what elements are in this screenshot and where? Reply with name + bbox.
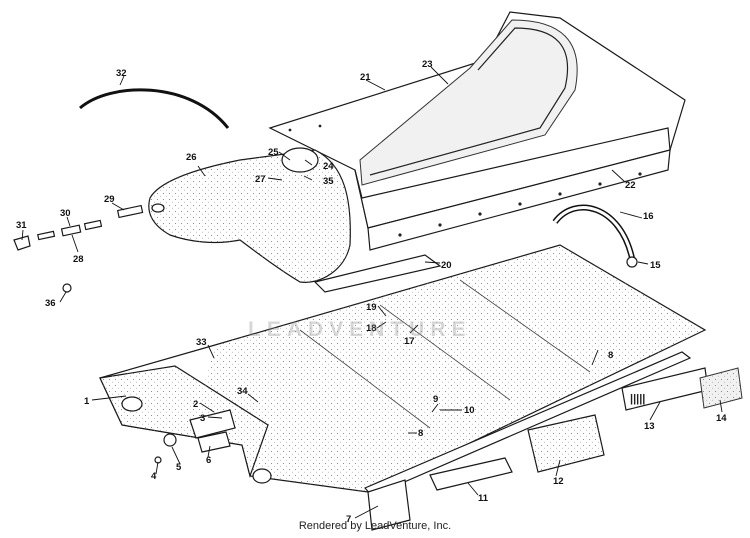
- plate-20: [313, 254, 442, 293]
- callout-8b: 8: [418, 428, 423, 439]
- callout-14: 14: [716, 413, 727, 424]
- callout-26: 26: [186, 152, 197, 163]
- callout-25: 25: [268, 147, 279, 158]
- callout-10: 10: [464, 405, 475, 416]
- bracket-7: [367, 479, 411, 531]
- callout-5: 5: [176, 462, 182, 473]
- callout-2: 2: [193, 399, 198, 410]
- callout-19: 19: [366, 302, 377, 313]
- svg-text:|||||: |||||: [630, 393, 645, 405]
- callout-labels: 1 2 3 4 5 6 7 8 8 9 10 11 12 13 14 15 16…: [16, 59, 727, 525]
- footer-credit: Rendered by LeadVenture, Inc.: [298, 520, 452, 532]
- plate-6: [197, 431, 231, 453]
- fuel-cap: [281, 147, 319, 173]
- callout-17: 17: [404, 336, 415, 347]
- watermark: LEADVENTURE: [248, 318, 472, 341]
- callout-30: 30: [60, 208, 71, 219]
- fitting-15: [626, 256, 638, 268]
- fuel-tank: [148, 147, 351, 283]
- callout-36: 36: [45, 298, 56, 309]
- callout-34: 34: [237, 386, 248, 397]
- callout-23: 23: [422, 59, 433, 70]
- seat-assembly: [268, 11, 686, 293]
- callout-8a: 8: [608, 350, 613, 361]
- callout-27: 27: [255, 174, 266, 185]
- callout-28: 28: [73, 254, 84, 265]
- callout-21: 21: [360, 72, 371, 83]
- vent-hose-32: [79, 88, 230, 129]
- callout-13: 13: [644, 421, 655, 432]
- callout-18: 18: [366, 323, 377, 334]
- callout-32: 32: [116, 68, 127, 79]
- callout-29: 29: [104, 194, 115, 205]
- callout-9: 9: [433, 394, 438, 405]
- callout-6: 6: [206, 455, 211, 466]
- callout-3: 3: [200, 413, 205, 424]
- chassis-frame: |||||: [99, 244, 743, 531]
- leader-lines: [21, 66, 723, 519]
- callout-33: 33: [196, 337, 207, 348]
- callout-7: 7: [346, 514, 351, 525]
- callout-1: 1: [84, 396, 90, 407]
- callout-12: 12: [553, 476, 564, 487]
- callout-11: 11: [478, 493, 489, 504]
- callout-16: 16: [643, 211, 654, 222]
- callout-24: 24: [323, 161, 334, 172]
- callout-15: 15: [650, 260, 661, 271]
- callout-20: 20: [441, 260, 452, 271]
- callout-22: 22: [625, 180, 636, 191]
- fitting-5: [163, 433, 177, 447]
- plate-11: [429, 457, 513, 491]
- callout-35: 35: [323, 176, 334, 187]
- callout-4: 4: [151, 471, 157, 482]
- callout-31: 31: [16, 220, 27, 231]
- fuel-line-parts: [13, 204, 144, 293]
- plate-2-3: [189, 409, 236, 439]
